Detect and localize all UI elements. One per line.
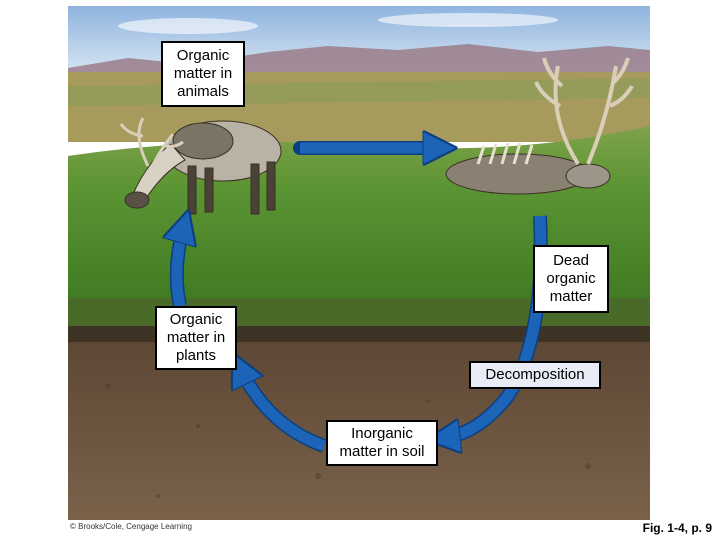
caribou-grazing-icon	[119, 117, 282, 215]
label-dead-organic-matter: Dead organic matter	[533, 245, 609, 313]
arrow-to-plants	[233, 364, 327, 453]
label-organic-matter-plants: Organic matter in plants	[155, 306, 237, 370]
label-organic-matter-animals: Organic matter in animals	[161, 41, 245, 107]
arrow-decomposition	[441, 215, 548, 445]
copyright-notice: © Brooks/Cole, Cengage Learning	[70, 522, 192, 531]
label-inorganic-matter-soil: Inorganic matter in soil	[326, 420, 438, 466]
label-decomposition: Decomposition	[469, 361, 601, 389]
caribou-carcass-icon	[445, 57, 634, 195]
figure-reference: Fig. 1-4, p. 9	[642, 521, 712, 535]
